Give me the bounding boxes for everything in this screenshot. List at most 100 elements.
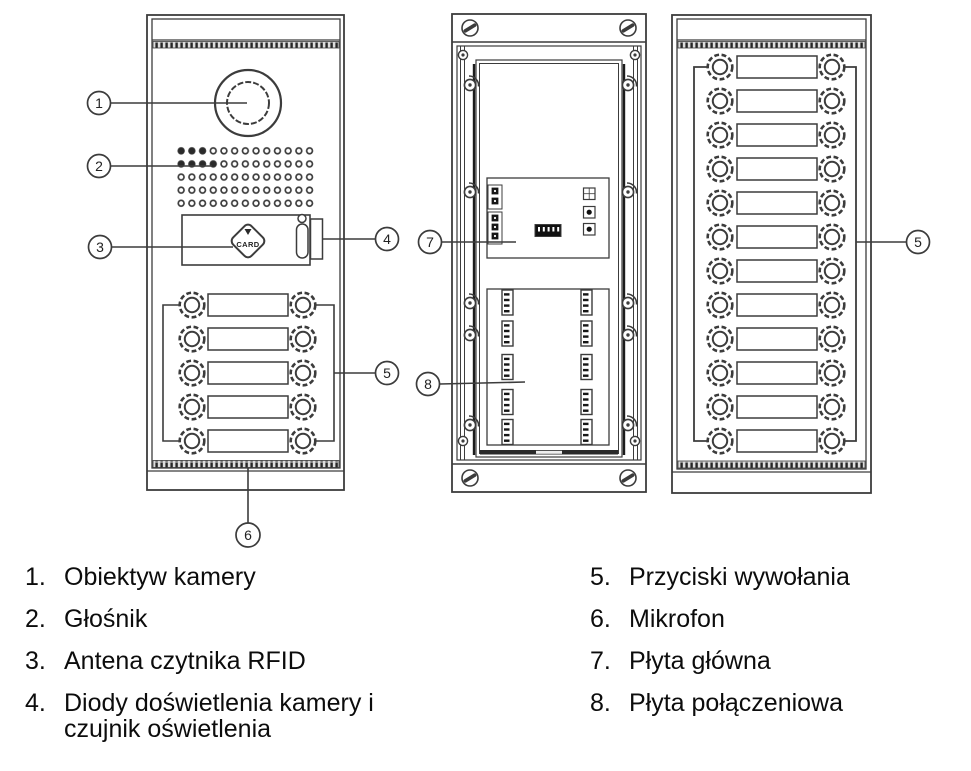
call-button — [706, 121, 734, 149]
speaker-grille — [175, 144, 315, 210]
component-icon — [582, 205, 596, 219]
pin-icon — [491, 223, 499, 231]
name-plate — [207, 361, 289, 385]
call-button — [706, 393, 734, 421]
rfid-reader: CARD — [181, 214, 311, 266]
name-plate — [207, 327, 289, 351]
call-button — [818, 87, 846, 115]
name-plate — [736, 225, 818, 249]
call-button — [706, 359, 734, 387]
call-button — [818, 325, 846, 353]
top-grille-slot — [677, 41, 866, 49]
call-button — [706, 53, 734, 81]
name-plate — [207, 395, 289, 419]
name-plate — [736, 55, 818, 79]
callout-connection-board: 8 — [415, 371, 441, 397]
legend-item: 5. Przyciski wywołania — [590, 564, 971, 590]
call-button — [289, 427, 317, 455]
pin-connector-icon — [501, 289, 514, 316]
pin-icon — [491, 197, 499, 205]
legend-item: 3. Antena czytnika RFID — [25, 648, 424, 674]
top-grille-slot — [152, 41, 340, 49]
callout-call-buttons-small: 5 — [374, 360, 400, 386]
call-button — [818, 257, 846, 285]
legend-item-text: Przyciski wywołania — [629, 563, 850, 591]
name-plate — [736, 293, 818, 317]
call-button — [818, 427, 846, 455]
svg-text:5: 5 — [914, 234, 922, 250]
name-plate — [736, 395, 818, 419]
name-plate — [736, 123, 818, 147]
legend-item-text: Głośnik — [64, 605, 148, 633]
svg-text:2: 2 — [95, 158, 103, 174]
led-slot — [295, 223, 309, 259]
name-plate — [736, 157, 818, 181]
callout-call-buttons-large: 5 — [905, 229, 931, 255]
call-button — [818, 189, 846, 217]
svg-text:6: 6 — [244, 527, 252, 543]
name-plate — [736, 327, 818, 351]
component-icon — [582, 187, 596, 201]
main-board — [486, 177, 610, 259]
pin-connector-icon — [580, 289, 593, 316]
svg-text:1: 1 — [95, 95, 103, 111]
legend-left-column: 1. Obiektyw kamery 2. Głośnik 3. Antena … — [25, 564, 424, 758]
call-button — [178, 291, 206, 319]
call-button — [289, 393, 317, 421]
pin-connector-icon — [580, 388, 593, 416]
legend-item-number: 5. — [590, 563, 611, 591]
pin-connector-icon — [501, 388, 514, 416]
svg-text:5: 5 — [383, 365, 391, 381]
bracket — [845, 66, 857, 442]
pin-icon — [491, 232, 499, 240]
name-plate — [736, 259, 818, 283]
callout-speaker: 2 — [86, 153, 112, 179]
call-button — [706, 291, 734, 319]
name-plate — [736, 191, 818, 215]
screw-icon — [618, 468, 638, 488]
intercom-diagram: CARD — [86, 13, 931, 548]
callout-leds-sensor: 4 — [374, 226, 400, 252]
call-button — [706, 155, 734, 183]
legend-item-number: 8. — [590, 689, 611, 717]
legend-item: 8. Płyta połączeniowa — [590, 690, 971, 716]
svg-text:4: 4 — [383, 231, 391, 247]
microphone-slot — [152, 460, 340, 468]
legend-item-number: 3. — [25, 647, 46, 675]
name-plate — [207, 293, 289, 317]
legend-right-column: 5. Przyciski wywołania 6. Mikrofon 7. Pł… — [590, 564, 971, 732]
screw-icon — [457, 49, 469, 61]
legend-item: 7. Płyta główna — [590, 648, 971, 674]
legend-item-number: 1. — [25, 563, 46, 591]
pin-connector-icon — [580, 353, 593, 381]
call-button — [818, 359, 846, 387]
legend-item-number: 7. — [590, 647, 611, 675]
call-button — [818, 155, 846, 183]
call-button — [706, 257, 734, 285]
call-button — [178, 427, 206, 455]
callout-rfid-antenna: 3 — [87, 234, 113, 260]
callout-lines — [111, 102, 906, 523]
call-button — [818, 121, 846, 149]
led-module — [295, 213, 324, 260]
bracket — [693, 66, 707, 442]
legend-item: 6. Mikrofon — [590, 606, 971, 632]
call-buttons-large — [706, 53, 846, 455]
pin-icon — [491, 187, 499, 195]
dip-switch-icon — [534, 224, 562, 237]
legend-item-text: Płyta połączeniowa — [629, 689, 844, 717]
camera-lens — [213, 68, 283, 138]
legend-item-text: Płyta główna — [629, 647, 771, 675]
call-button — [818, 393, 846, 421]
callout-main-board: 7 — [417, 229, 443, 255]
microphone-slot — [677, 460, 866, 469]
screw-icon — [618, 18, 638, 38]
legend-item-number: 6. — [590, 605, 611, 633]
call-button — [289, 291, 317, 319]
pin-connector-icon — [501, 320, 514, 347]
card-label: CARD — [236, 240, 259, 249]
call-button — [706, 427, 734, 455]
front-panel-5-buttons: CARD — [146, 14, 345, 491]
legend-item-number: 2. — [25, 605, 46, 633]
